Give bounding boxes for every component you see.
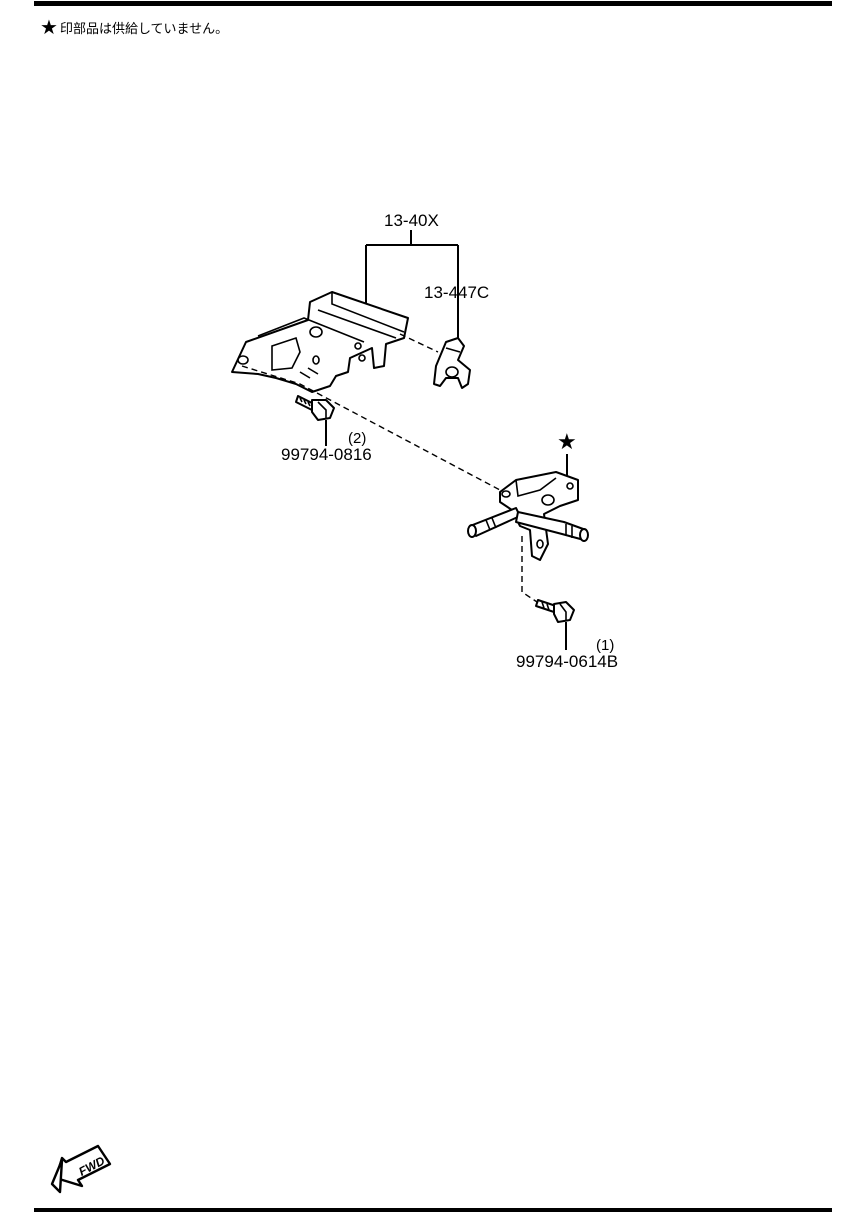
main-dashed-guide [241, 365, 501, 491]
clip-dashed-guide [399, 333, 439, 353]
lower-bolt-qty: (1) [596, 637, 614, 654]
lower-bolt-number: 99794-0614B [516, 652, 618, 671]
not-supplied-note: ★ 印部品は供給していません。 [40, 17, 228, 37]
assembly-leader [365, 230, 459, 338]
bottom-rule [34, 1208, 832, 1212]
star-icon: ★ [40, 15, 58, 39]
note-text: 印部品は供給していません。 [59, 21, 229, 37]
bracket-part-callout: 13-447C [424, 283, 489, 302]
clip-bracket [433, 337, 471, 389]
upper-bolt-number: 99794-0816 [281, 445, 372, 464]
star-callout-icon: ★ [557, 430, 577, 455]
upper-bolt-qty: (2) [348, 430, 366, 447]
assembly-callout: 13-40X [384, 211, 439, 230]
fwd-arrow-icon: FWD [50, 1144, 112, 1194]
upper-bolt [295, 395, 335, 421]
top-rule [34, 1, 832, 6]
lower-dashed-guide [521, 536, 541, 605]
lower-bolt [535, 599, 575, 623]
main-bracket [231, 291, 409, 393]
pipe-bracket [467, 471, 589, 561]
